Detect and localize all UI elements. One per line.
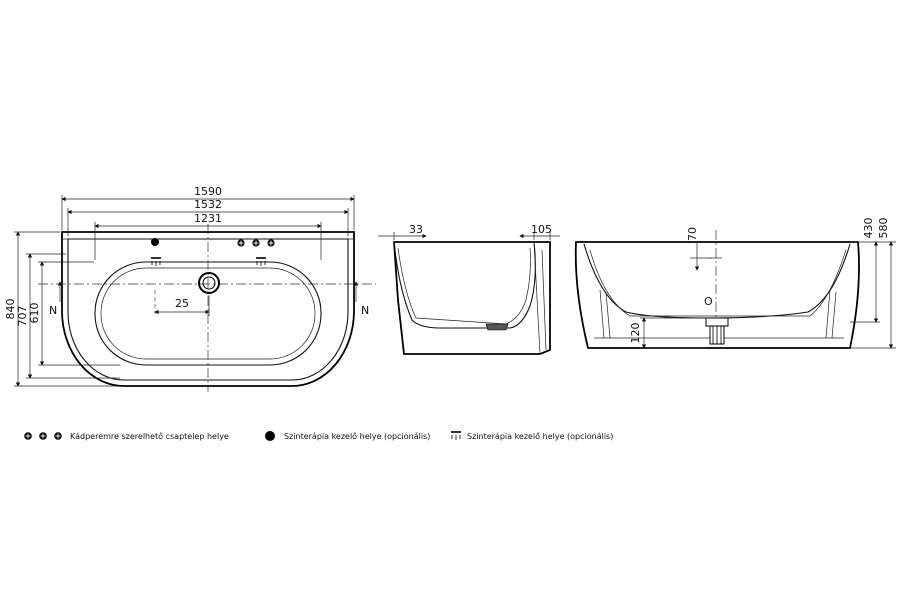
legend-chromo-light-label: Szinterápia kezelő helye (opcionális) xyxy=(467,432,613,441)
filled-circle-icon xyxy=(265,431,275,441)
side-drain xyxy=(485,323,509,331)
dim-width-inner: 1231 xyxy=(194,212,222,225)
dim-width-total: 1590 xyxy=(194,185,222,198)
section-marker-right: N xyxy=(361,304,369,317)
side-basin-outline xyxy=(393,241,536,329)
dim-height-total-side: 580 xyxy=(877,218,890,239)
legend-faucet-icons xyxy=(24,432,62,440)
top-light-markers xyxy=(151,257,266,266)
section-marker-left: N xyxy=(49,304,57,317)
dim-height-mid: 707 xyxy=(16,306,29,327)
front-drain-assembly xyxy=(705,317,729,345)
legend-faucet-label: Kádperemre szerelhető csaptelep helye xyxy=(70,432,229,441)
dim-width-mid: 1532 xyxy=(194,198,222,211)
dim-wall-left: 33 xyxy=(409,223,423,236)
top-rim-outline xyxy=(67,238,349,381)
front-basin-inner xyxy=(589,249,847,317)
lamp-icon xyxy=(451,431,461,440)
legend: Kádperemre szerelhető csaptelep helye Sz… xyxy=(24,431,613,441)
dim-wall-right: 105 xyxy=(531,223,552,236)
overflow-marker: O xyxy=(704,295,713,308)
top-drain-icon xyxy=(198,272,220,294)
top-outer-outline xyxy=(61,231,355,387)
dim-height-inner-side: 430 xyxy=(862,218,875,239)
dim-height-inner: 610 xyxy=(28,303,41,324)
front-view: O 70 120 430 580 xyxy=(574,218,896,349)
side-view: 33 105 xyxy=(378,223,560,355)
dim-overflow-depth: 70 xyxy=(686,227,699,241)
dim-drain-offset: 25 xyxy=(175,297,189,310)
legend-chromo-control-label: Szinterápia kezelő helye (opcionális) xyxy=(284,432,430,441)
dim-height-total: 840 xyxy=(4,299,17,320)
top-drain-inner xyxy=(202,276,216,290)
dim-drain-height: 120 xyxy=(629,323,642,344)
top-overflow-hole xyxy=(151,238,159,246)
top-view: 25 1590 1532 xyxy=(4,185,376,392)
front-basin-outline xyxy=(583,243,851,319)
top-faucet-markers xyxy=(237,239,275,247)
side-basin-inner xyxy=(397,247,531,325)
